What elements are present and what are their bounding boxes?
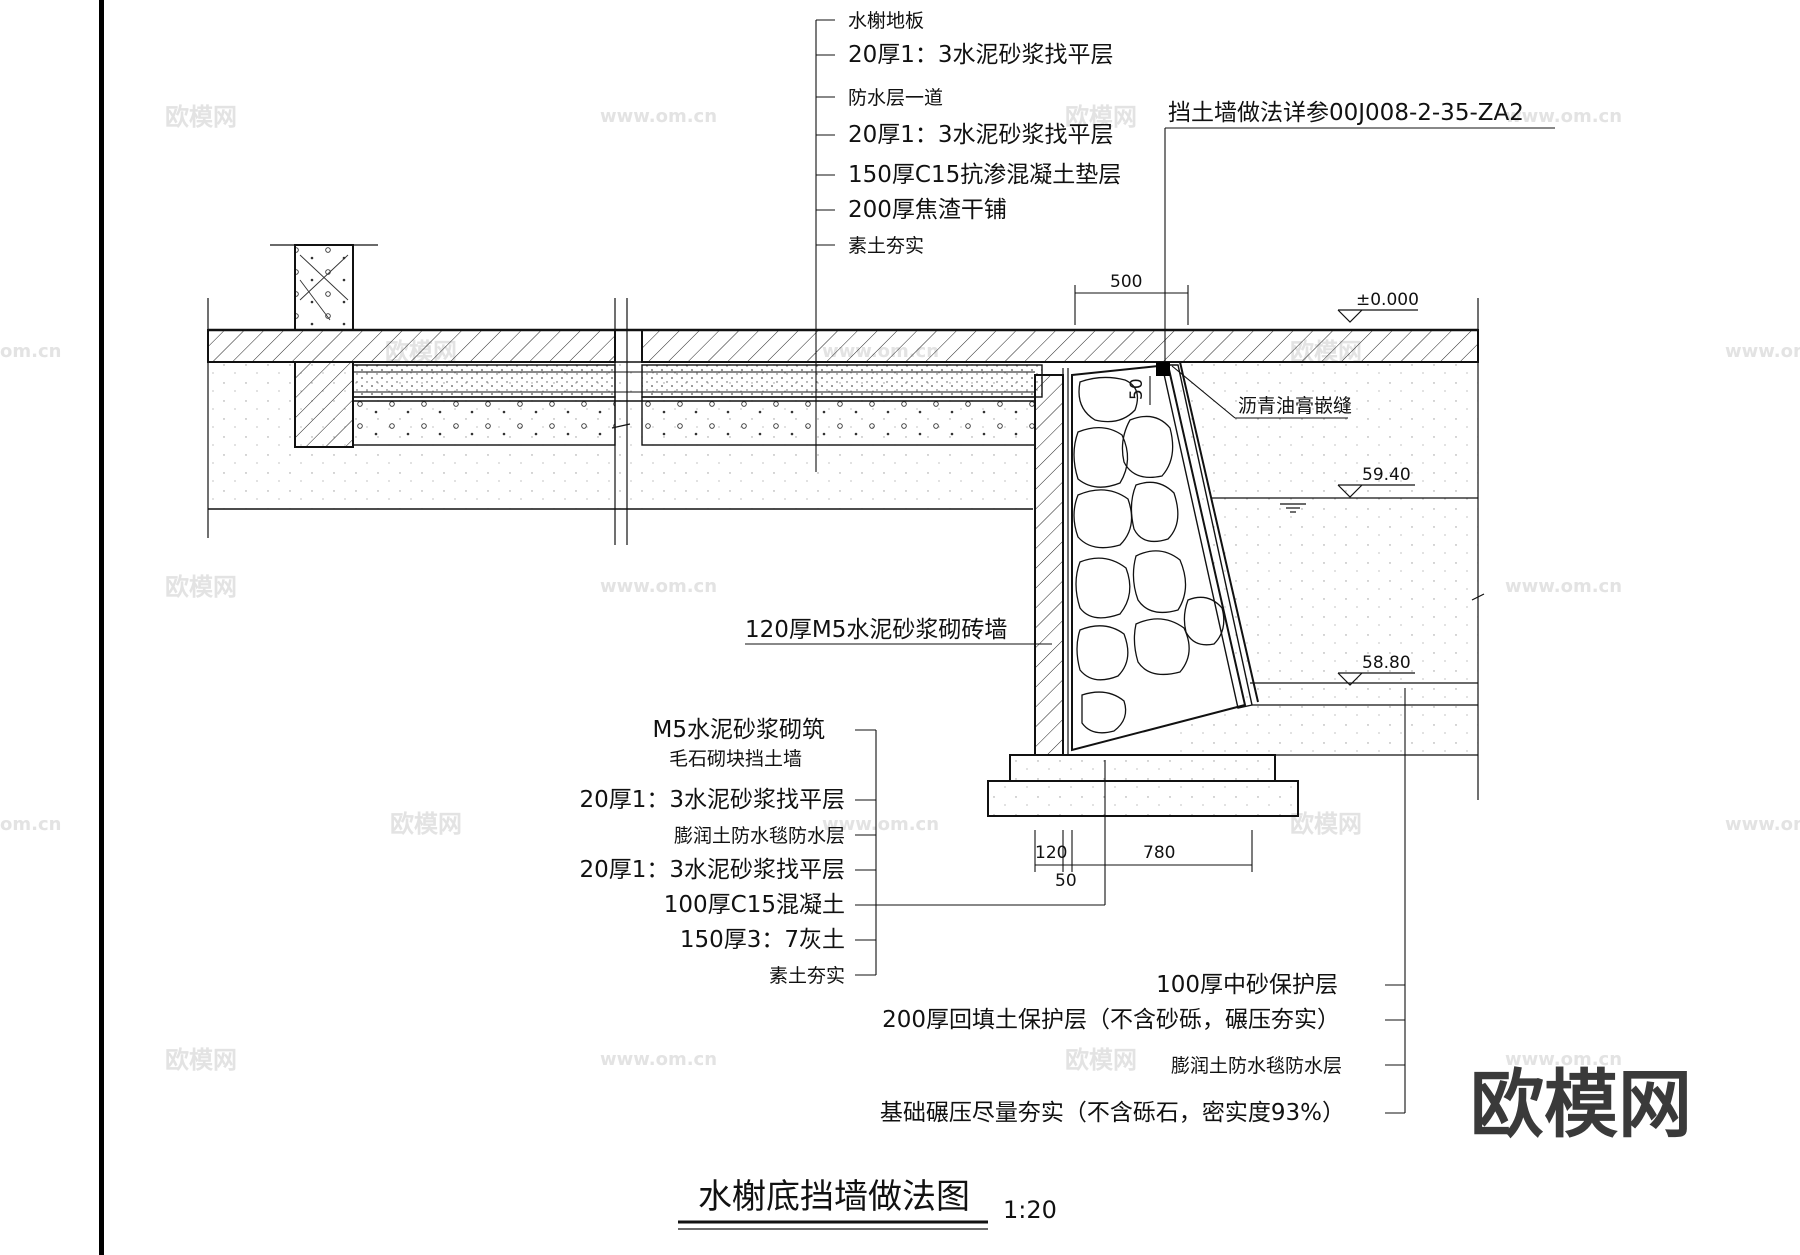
watermark-logo: 欧模网 xyxy=(1470,1062,1692,1148)
elevation-bottom: 58.80 xyxy=(1362,653,1411,673)
rubble-retaining-wall xyxy=(1071,361,1259,752)
floor-slab xyxy=(207,328,1479,363)
watermark-brand: 欧模网 xyxy=(165,103,237,131)
frame-left-border xyxy=(99,0,104,1255)
foundation xyxy=(987,754,1299,817)
left-layer-label: 100厚C15混凝土 xyxy=(664,892,845,918)
watermark-brand: 欧模网 xyxy=(1065,103,1137,131)
title-underline xyxy=(678,1220,988,1230)
right-layer-label: 100厚中砂保护层 xyxy=(1156,972,1338,998)
top-layer-label: 200厚焦渣干铺 xyxy=(848,197,1007,223)
upper-wall xyxy=(270,244,378,448)
elevation-ground: ±0.000 xyxy=(1356,290,1419,310)
joint-leader xyxy=(1171,365,1348,419)
watermark-url: www.om.cn xyxy=(822,814,939,835)
right-callout-leader xyxy=(1385,688,1406,1114)
drawing-title: 水榭底挡墙做法图 xyxy=(698,1177,970,1217)
left-layer-label: 毛石砌块挡土墙 xyxy=(669,748,802,770)
reference-note: 挡土墙做法详参00J008-2-35-ZA2 xyxy=(1168,100,1524,126)
watermark-url: www.om.cn xyxy=(1505,1049,1622,1070)
watermark-url: www.om.cn xyxy=(1725,341,1800,362)
watermark-url-partial: om.cn xyxy=(0,341,61,362)
watermark-brand: 欧模网 xyxy=(165,1046,237,1074)
brick-wall xyxy=(1034,368,1069,756)
watermark-brand: 欧模网 xyxy=(390,810,462,838)
dimensions xyxy=(1034,285,1253,872)
watermark-brand: 欧模网 xyxy=(1065,1046,1137,1074)
reference-leader xyxy=(1164,127,1555,362)
top-layer-label: 防水层一道 xyxy=(848,87,943,109)
top-layer-label: 150厚C15抗渗混凝土垫层 xyxy=(848,162,1121,188)
left-layer-label: 150厚3：7灰土 xyxy=(680,927,845,953)
watermark-url: www.om.cn xyxy=(1725,814,1800,835)
left-layer-label: M5水泥砂浆砌筑 xyxy=(653,717,825,743)
right-side-layers xyxy=(1212,497,1478,756)
elevation-markers xyxy=(1280,309,1418,686)
drawing-scale: 1:20 xyxy=(1003,1196,1057,1224)
watermark-url: www.om.cn xyxy=(600,106,717,127)
left-layer-label: 20厚1：3水泥砂浆找平层 xyxy=(579,787,845,813)
dim-offset: 50 xyxy=(1055,871,1077,891)
right-layer-label: 膨润土防水毯防水层 xyxy=(1171,1055,1342,1077)
right-layer-label: 200厚回填土保护层（不含砂砾，碾压夯实） xyxy=(882,1007,1340,1033)
top-layer-label: 水榭地板 xyxy=(848,10,924,32)
joint-note: 沥青油膏嵌缝 xyxy=(1238,394,1352,417)
watermark-url: www.om.cn xyxy=(1505,106,1622,127)
dim-joint: 50 xyxy=(1127,378,1147,400)
watermark-url: www.om.cn xyxy=(600,576,717,597)
left-layer-label: 膨润土防水毯防水层 xyxy=(674,825,845,847)
watermark-brand: 欧模网 xyxy=(1290,810,1362,838)
top-callout-leader xyxy=(815,19,835,472)
dim-base-width: 780 xyxy=(1143,843,1175,863)
left-layer-label: 素土夯实 xyxy=(769,965,845,987)
watermark-url: www.om.cn xyxy=(600,1049,717,1070)
top-layer-label: 素土夯实 xyxy=(848,235,924,257)
left-layer-label: 20厚1：3水泥砂浆找平层 xyxy=(579,857,845,883)
watermark-url: www.om.cn xyxy=(1505,576,1622,597)
top-layer-label: 20厚1：3水泥砂浆找平层 xyxy=(848,122,1114,148)
watermark-brand: 欧模网 xyxy=(165,573,237,601)
dim-top-width: 500 xyxy=(1110,272,1142,292)
right-layer-label: 基础碾压尽量夯实（不含砾石，密实度93%） xyxy=(880,1100,1345,1126)
left-callout-leader xyxy=(855,729,1106,976)
top-layer-label: 20厚1：3水泥砂浆找平层 xyxy=(848,42,1114,68)
watermark-url-partial: om.cn xyxy=(0,814,61,835)
subfloor-layers xyxy=(208,364,1043,510)
dim-brick: 120 xyxy=(1035,843,1067,863)
brick-wall-note: 120厚M5水泥砂浆砌砖墙 xyxy=(745,617,1007,643)
elevation-water-level: 59.40 xyxy=(1362,465,1411,485)
